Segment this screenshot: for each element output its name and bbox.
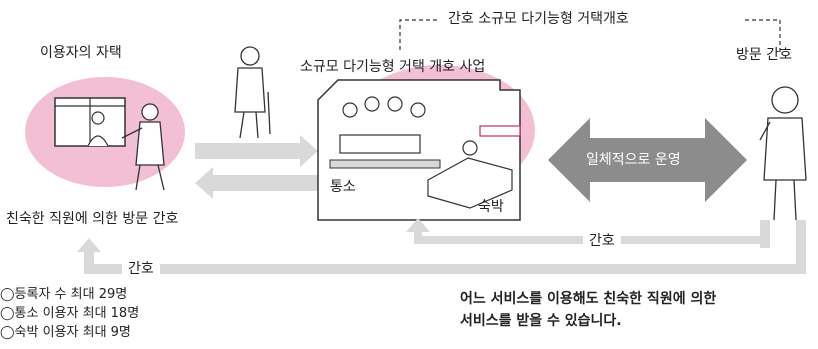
home-visit-caption: 친숙한 직원에 의한 방문 간호 bbox=[6, 211, 179, 227]
care-arrow-to-facility bbox=[406, 218, 765, 244]
top-service-label: 간호 소규모 다기능형 거택개호 bbox=[448, 11, 629, 27]
facility-title: 소규모 다기능형 거택 개호 사업 bbox=[300, 59, 486, 75]
top-dashed-connector-right bbox=[745, 19, 781, 55]
day-service-label: 통소 bbox=[330, 179, 356, 195]
limit-day-service: ◯통소 이용자 최대 18명 bbox=[0, 306, 140, 321]
home-to-facility-arrow bbox=[195, 135, 318, 167]
integrated-double-arrow bbox=[548, 118, 747, 202]
overnight-label: 숙박 bbox=[478, 199, 504, 215]
home-window-illustration bbox=[54, 97, 126, 147]
care-arrow-to-home-stem bbox=[796, 220, 806, 274]
visit-nurse-label: 방문 간호 bbox=[736, 47, 792, 63]
visit-nurse-illustration bbox=[759, 86, 807, 221]
elderly-illustration bbox=[234, 46, 271, 139]
home-label: 이용자의 자택 bbox=[40, 45, 122, 61]
care-lower-label: 간호 bbox=[122, 262, 160, 276]
facility-to-home-arrow bbox=[195, 167, 318, 199]
home-nurse-illustration bbox=[121, 103, 165, 191]
care-arrow-to-home-head bbox=[77, 238, 101, 274]
limit-overnight: ◯숙박 이용자 최대 9명 bbox=[0, 325, 131, 340]
conclusion-line-1: 어느 서비스를 이용해도 친숙한 직원에 의한 bbox=[460, 291, 717, 307]
conclusion-line-2: 서비스를 받을 수 있습니다. bbox=[460, 313, 622, 329]
top-dashed-connector-left bbox=[399, 19, 440, 50]
care-arrow-to-facility-stem bbox=[760, 220, 770, 248]
integrated-operation-label: 일체적으로 운영 bbox=[586, 152, 681, 168]
limit-registrants: ◯등록자 수 최대 29명 bbox=[0, 287, 128, 302]
care-upper-label: 간호 bbox=[583, 234, 621, 248]
care-arrow-to-home-bar bbox=[84, 264, 806, 274]
facility-box bbox=[317, 79, 521, 221]
